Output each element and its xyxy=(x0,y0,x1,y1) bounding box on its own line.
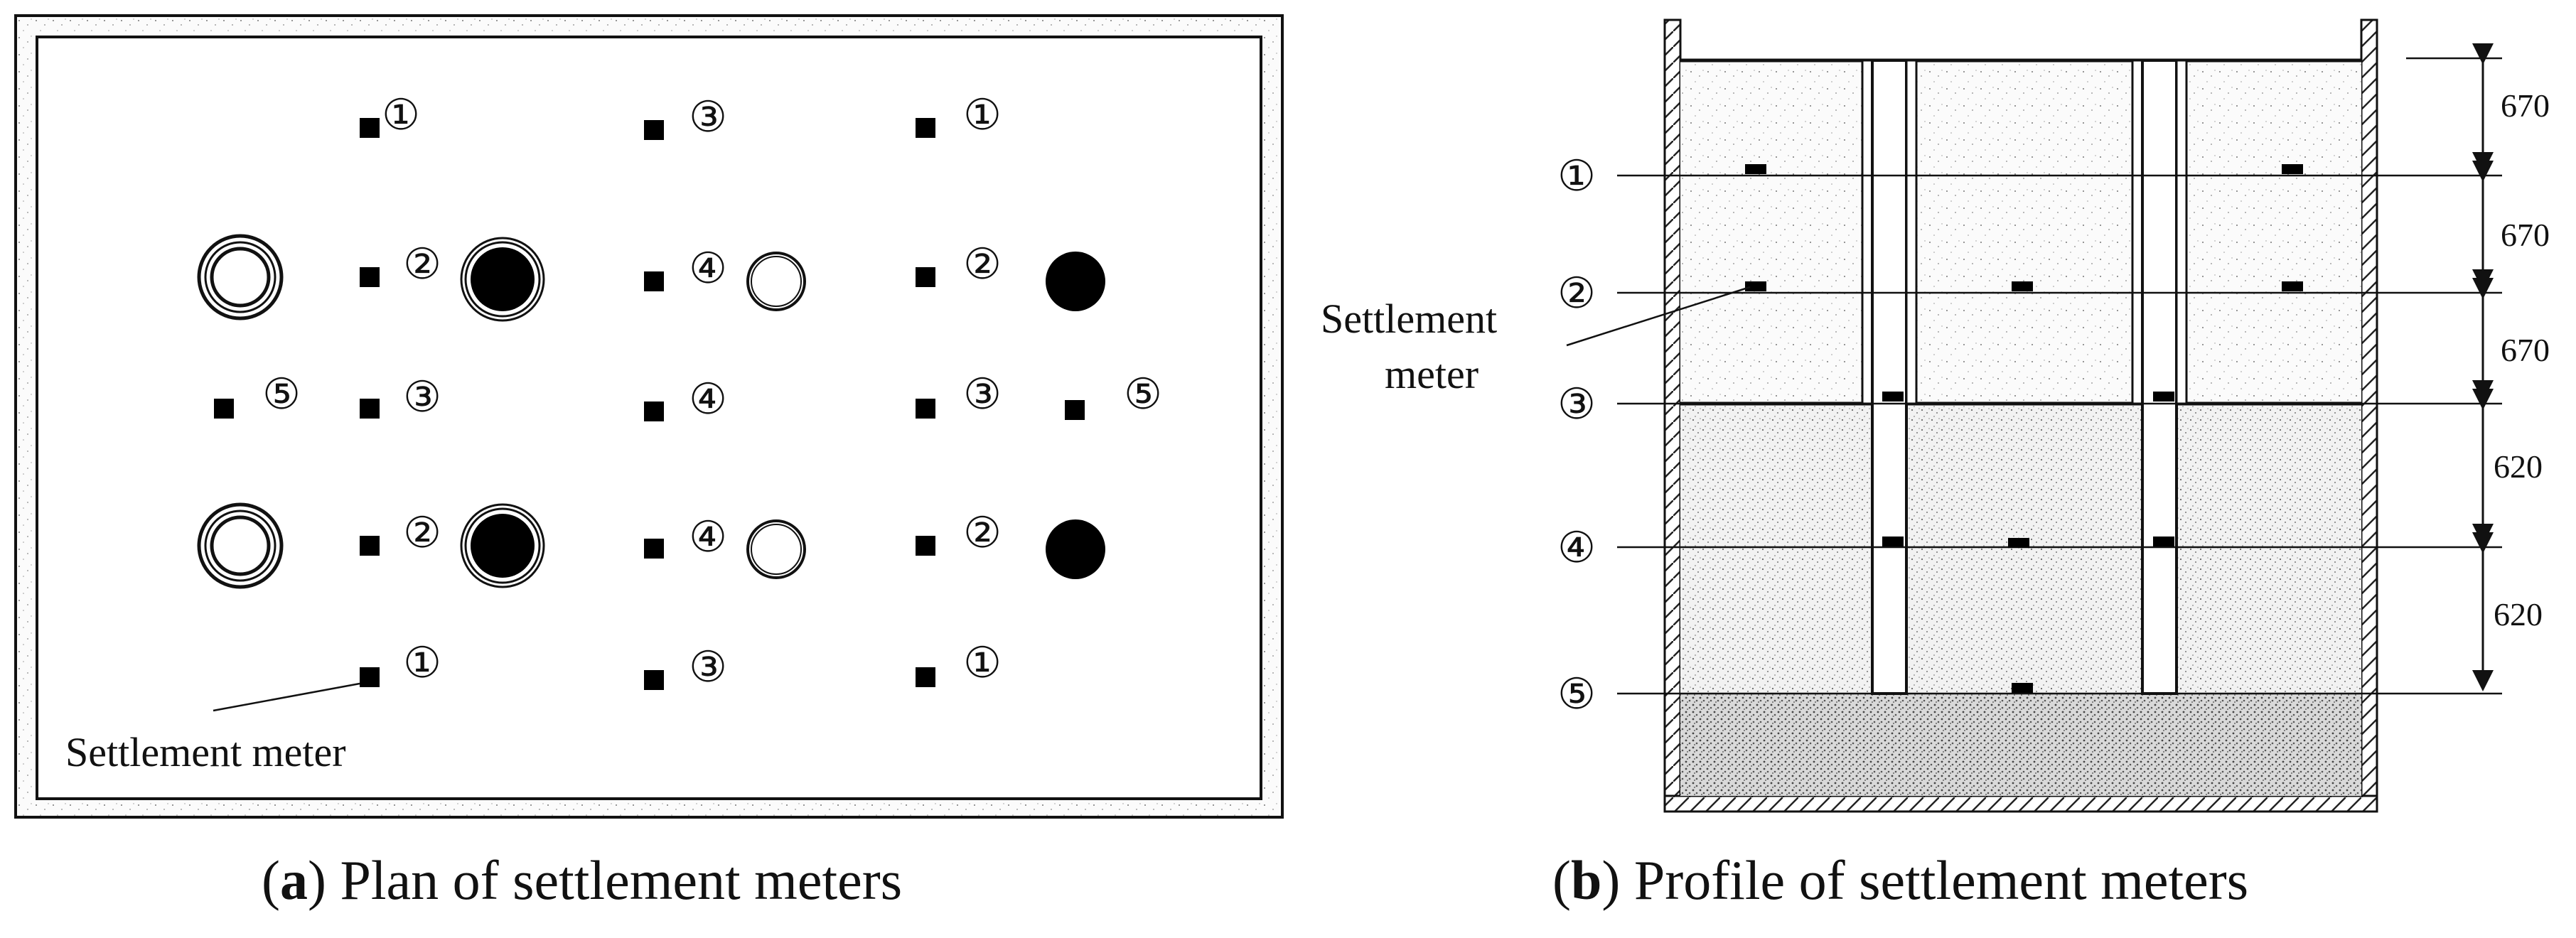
solid-pile-icon xyxy=(1046,519,1105,579)
level-label: ① xyxy=(1557,153,1596,200)
plan-marker: ③ xyxy=(689,94,727,141)
plan-marker: ③ xyxy=(689,644,727,691)
profile-meters xyxy=(1745,164,2303,693)
settlement-meter-square xyxy=(916,267,935,287)
right-wall xyxy=(2360,18,2378,812)
dimension-label: 620 xyxy=(2494,448,2543,485)
settlement-meter-square xyxy=(644,401,664,421)
level-label: ⑤ xyxy=(1557,671,1596,718)
dimension-label: 670 xyxy=(2501,87,2550,124)
hollow-pile-icon xyxy=(197,234,284,320)
plan-marker: ① xyxy=(963,92,1002,139)
settlement-meter xyxy=(2012,281,2033,291)
settlement-meter xyxy=(2282,164,2303,174)
level-label: ③ xyxy=(1557,381,1596,428)
plan-marker: ② xyxy=(403,241,441,288)
plan-caption: (a) Plan of settlement meters xyxy=(262,849,902,911)
left-wall xyxy=(1663,18,1682,812)
hollow-pile-icon xyxy=(197,502,284,589)
plan-marker: ② xyxy=(963,241,1002,288)
plan-marker: ① xyxy=(382,92,420,139)
settlement-meter xyxy=(2153,537,2174,546)
dimension-label: 670 xyxy=(2501,217,2550,253)
plan-marker: ① xyxy=(403,640,441,686)
settlement-meter xyxy=(1745,281,1766,291)
profile-leader-line xyxy=(1566,286,1751,347)
settlement-meter-square xyxy=(360,399,380,419)
solid-ring-pile-icon xyxy=(460,237,545,322)
solid-pile-icon xyxy=(1046,252,1105,311)
plan-view: ① ③ ① ② ④ ② ⑤ ③ ④ ③ ⑤ ② ④ ② ① ③ ① Settle… xyxy=(14,14,1284,819)
settlement-meter xyxy=(1745,164,1766,174)
middle-soil-layer xyxy=(1680,404,2361,694)
dimension-label: 620 xyxy=(2494,596,2543,632)
plan-marker: ② xyxy=(403,510,441,556)
plan-caption-letter: a xyxy=(280,849,308,911)
plan-marker: ① xyxy=(963,640,1002,686)
solid-ring-pile-icon xyxy=(460,503,545,588)
plan-leader-line xyxy=(213,682,360,712)
single-ring-pile-icon xyxy=(746,252,806,311)
profile-meter-label-line1: Settlement xyxy=(1321,296,1497,342)
plan-marker: ④ xyxy=(689,245,727,292)
settlement-meter xyxy=(2282,281,2303,291)
profile-caption-text: Profile of settlement meters xyxy=(1634,849,2248,911)
settlement-meter-square xyxy=(916,536,935,556)
plan-marker: ⑤ xyxy=(1124,371,1162,418)
settlement-meter xyxy=(2008,538,2029,548)
settlement-meter-square xyxy=(644,120,664,140)
plan-caption-text: Plan of settlement meters xyxy=(340,849,902,911)
plan-meter-label: Settlement meter xyxy=(65,729,346,775)
level-label: ④ xyxy=(1557,524,1596,571)
upper-soil-layer xyxy=(1680,60,2361,404)
profile-meter-label-line2: meter xyxy=(1385,351,1478,397)
pile-right xyxy=(2131,59,2188,695)
settlement-meter-square xyxy=(1065,400,1085,420)
settlement-meter-square xyxy=(360,267,380,287)
plan-markers: ① ③ ① ② ④ ② ⑤ ③ ④ ③ ⑤ ② ④ ② ① ③ ① xyxy=(262,92,1162,691)
profile-caption-letter: b xyxy=(1571,849,1601,911)
pile-left xyxy=(1861,59,1918,695)
plan-meter-squares xyxy=(214,118,1085,690)
plan-marker: ④ xyxy=(689,514,727,561)
settlement-meter xyxy=(1882,392,1904,401)
settlement-meter xyxy=(1882,537,1904,546)
single-ring-pile-icon xyxy=(746,519,806,579)
dimension-label: 670 xyxy=(2501,332,2550,368)
settlement-meter-square xyxy=(214,399,234,419)
plan-piles xyxy=(197,234,1105,589)
settlement-meter-square xyxy=(360,118,380,138)
settlement-meter-square xyxy=(644,271,664,291)
plan-marker: ③ xyxy=(403,374,441,421)
bearing-layer xyxy=(1680,694,2361,796)
settlement-meter-square xyxy=(644,670,664,690)
settlement-meter-square xyxy=(360,536,380,556)
settlement-meter-square xyxy=(360,667,380,687)
plan-marker: ⑤ xyxy=(262,371,301,418)
profile-caption: (b) Profile of settlement meters xyxy=(1552,849,2248,911)
settlement-meter-square xyxy=(916,667,935,687)
plan-marker: ② xyxy=(963,510,1002,556)
level-label: ② xyxy=(1557,270,1596,317)
settlement-meter xyxy=(2153,392,2174,401)
plan-marker: ③ xyxy=(963,371,1002,418)
plan-marker: ④ xyxy=(689,376,727,423)
settlement-meter xyxy=(2012,683,2033,693)
settlement-meter-square xyxy=(916,399,935,419)
settlement-meter-square xyxy=(644,539,664,559)
profile-view: ① ② ③ ④ ⑤ Settlement meter 670 670 670 6… xyxy=(1321,18,2550,813)
bottom-wall xyxy=(1663,794,2378,813)
settlement-meter-square xyxy=(916,118,935,138)
